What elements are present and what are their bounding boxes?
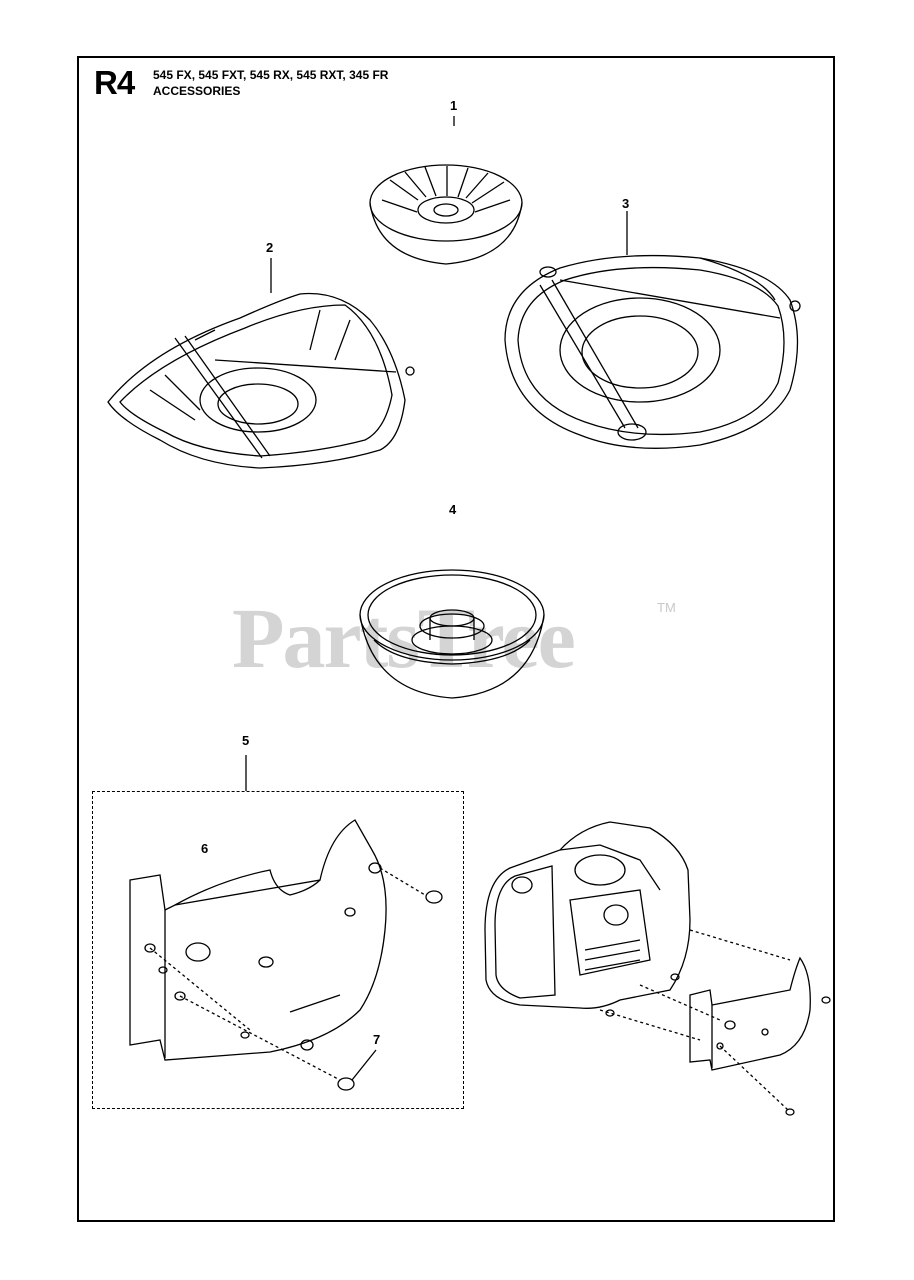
engine-assembly[interactable] (484, 821, 791, 1041)
leader-7 (351, 1049, 377, 1081)
diagram-frame (77, 56, 835, 1222)
callout-3: 3 (622, 196, 630, 211)
part-1-cup[interactable] (369, 164, 523, 265)
callout-4: 4 (449, 502, 457, 517)
kit-group-box (92, 791, 464, 1109)
part-6-shield[interactable] (129, 819, 426, 1081)
callout-2: 2 (266, 240, 274, 255)
callout-1: 1 (450, 98, 458, 113)
watermark-tm: TM (657, 600, 676, 615)
part-3-guard[interactable] (504, 254, 801, 449)
part-4-bowl[interactable] (359, 569, 545, 699)
callout-7: 7 (373, 1032, 381, 1047)
callout-6: 6 (201, 841, 209, 856)
page-code: R4 (94, 64, 135, 101)
engine-shield[interactable] (605, 956, 831, 1116)
part-7-screw[interactable] (240, 890, 443, 1091)
model-list: 545 FX, 545 FXT, 545 RX, 545 RXT, 345 FR (153, 68, 389, 82)
section-title: ACCESSORIES (153, 84, 241, 98)
callout-5: 5 (242, 733, 250, 748)
part-2-guard[interactable] (107, 292, 415, 469)
